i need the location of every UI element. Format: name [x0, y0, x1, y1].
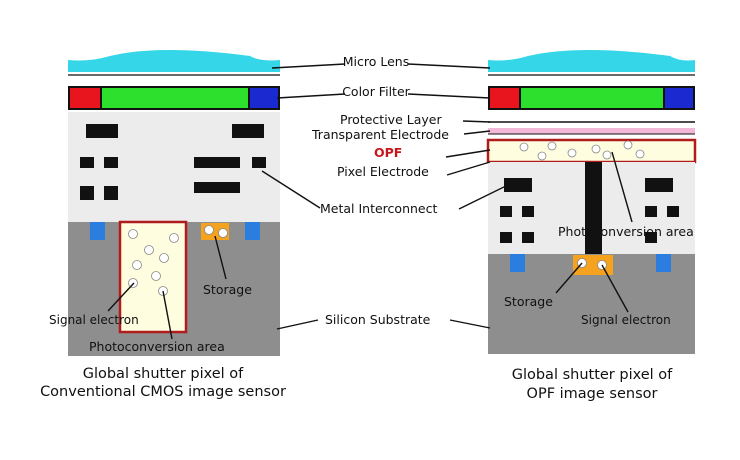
left-filter-red	[70, 88, 100, 108]
right-metal-block	[500, 206, 512, 217]
left-metal-block	[252, 157, 266, 168]
right-opf-electrons	[519, 140, 645, 161]
left-metal-block	[194, 157, 240, 168]
left-metal-block	[194, 182, 240, 193]
label-micro-lens: Micro Lens	[343, 54, 410, 69]
caption-left-line2: Conventional CMOS image sensor	[40, 384, 286, 400]
leader-lines	[107, 63, 633, 340]
right-vertical-connector	[585, 162, 602, 254]
caption-right-line2: OPF image sensor	[527, 386, 658, 402]
right-metal-block	[645, 178, 673, 192]
right-opf-layer	[486, 138, 697, 164]
right-metal-block	[522, 206, 534, 217]
left-metal-block	[86, 124, 118, 138]
right-transfer-gate	[656, 254, 671, 272]
right-filter-red	[490, 88, 519, 108]
left-storage-electrons	[204, 225, 228, 238]
left-transfer-gate	[90, 222, 105, 240]
left-pixel	[68, 50, 280, 356]
right-metal-block	[645, 206, 657, 217]
label-storage-left: Storage	[203, 282, 252, 297]
left-metal-block	[80, 157, 94, 168]
label-signal-electron-right: Signal electron	[581, 313, 671, 327]
right-pixel	[486, 50, 697, 354]
label-photoconversion-area-right: Photoconversion area	[558, 224, 694, 239]
left-transfer-gate	[245, 222, 260, 240]
label-storage-right: Storage	[504, 294, 553, 309]
right-metal-block	[504, 178, 532, 192]
label-pixel-electrode: Pixel Electrode	[337, 164, 429, 179]
label-color-filter: Color Filter	[342, 84, 410, 99]
caption-right-line1: Global shutter pixel of	[512, 367, 673, 383]
labels: Micro Lens Color Filter Protective Layer…	[49, 54, 694, 354]
label-signal-electron-left: Signal electron	[49, 313, 139, 327]
captions: Global shutter pixel of Conventional CMO…	[40, 366, 673, 402]
left-metal-block	[104, 157, 118, 168]
left-filter-green	[102, 88, 248, 108]
right-filter-blue	[665, 88, 693, 108]
label-opf: OPF	[374, 145, 402, 160]
caption-left-line1: Global shutter pixel of	[83, 366, 244, 382]
left-metal-block	[80, 186, 94, 200]
right-transfer-gate	[510, 254, 525, 272]
left-electrons	[128, 229, 179, 296]
left-metal-block	[232, 124, 264, 138]
label-protective-layer: Protective Layer	[340, 112, 442, 127]
label-silicon-substrate: Silicon Substrate	[325, 312, 431, 327]
right-transparent-electrode	[488, 128, 695, 134]
right-metal-block	[667, 206, 679, 217]
right-metal-block	[645, 232, 657, 243]
right-micro-lens	[488, 50, 695, 72]
label-metal-interconnect: Metal Interconnect	[320, 201, 437, 216]
label-transparent-electrode: Transparent Electrode	[311, 127, 449, 142]
label-photoconversion-area-left: Photoconversion area	[89, 339, 225, 354]
right-metal-block	[500, 232, 512, 243]
left-micro-lens	[68, 50, 280, 72]
left-metal-block	[104, 186, 118, 200]
right-filter-green	[521, 88, 663, 108]
right-metal-block	[522, 232, 534, 243]
left-filter-blue	[250, 88, 278, 108]
